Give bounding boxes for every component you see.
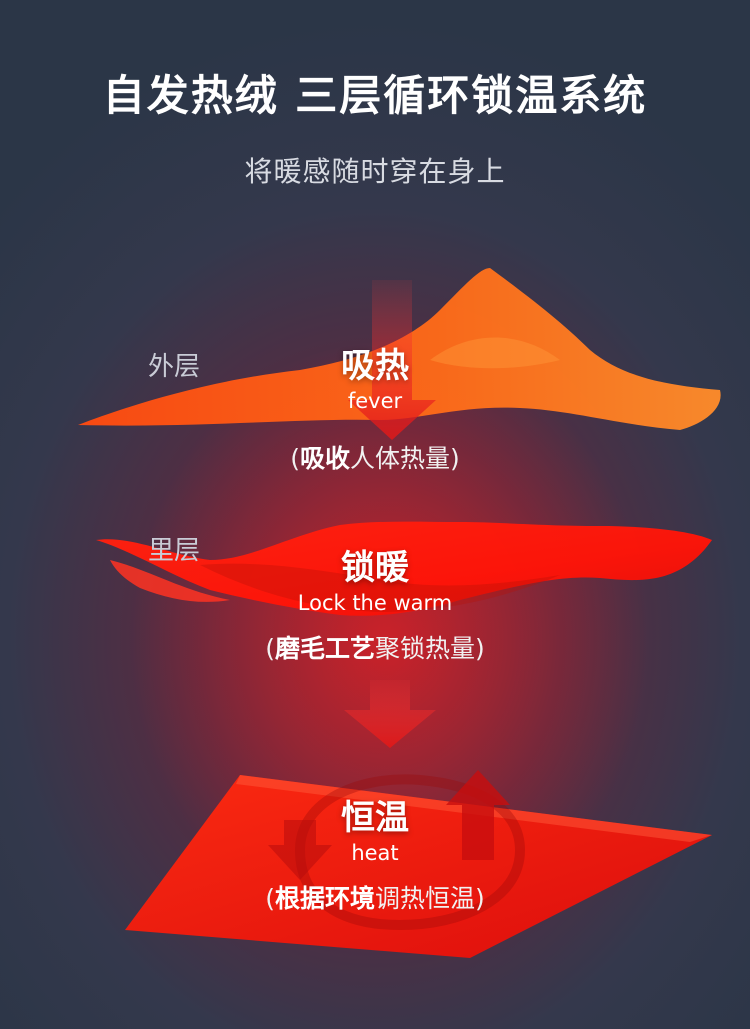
base-layer-info: 恒温 heat (根据环境调热恒温) xyxy=(0,790,750,915)
inner-layer-english: Lock the warm xyxy=(0,591,750,615)
inner-desc-normal: 聚锁热量 xyxy=(375,634,475,663)
outer-layer-description: (吸收人体热量) xyxy=(0,439,750,475)
outer-desc-open: ( xyxy=(290,444,300,473)
base-layer-english: heat xyxy=(0,841,750,865)
outer-desc-close: ) xyxy=(450,444,460,473)
outer-layer-title: 吸热 xyxy=(0,338,750,387)
outer-layer-english: fever xyxy=(0,389,750,413)
inner-layer-info: 锁暖 Lock the warm (磨毛工艺聚锁热量) xyxy=(0,540,750,665)
base-desc-bold: 根据环境 xyxy=(275,884,375,913)
base-desc-normal: 调热恒温 xyxy=(375,884,475,913)
outer-layer-info: 吸热 fever (吸收人体热量) xyxy=(0,338,750,475)
base-desc-open: ( xyxy=(265,884,275,913)
base-layer-description: (根据环境调热恒温) xyxy=(0,879,750,915)
outer-desc-bold: 吸收 xyxy=(300,444,350,473)
inner-desc-bold: 磨毛工艺 xyxy=(275,634,375,663)
inner-desc-close: ) xyxy=(475,634,485,663)
inner-layer-description: (磨毛工艺聚锁热量) xyxy=(0,629,750,665)
base-layer-title: 恒温 xyxy=(0,790,750,839)
inner-layer-title: 锁暖 xyxy=(0,540,750,589)
base-desc-close: ) xyxy=(475,884,485,913)
outer-desc-normal: 人体热量 xyxy=(350,444,450,473)
inner-desc-open: ( xyxy=(265,634,275,663)
